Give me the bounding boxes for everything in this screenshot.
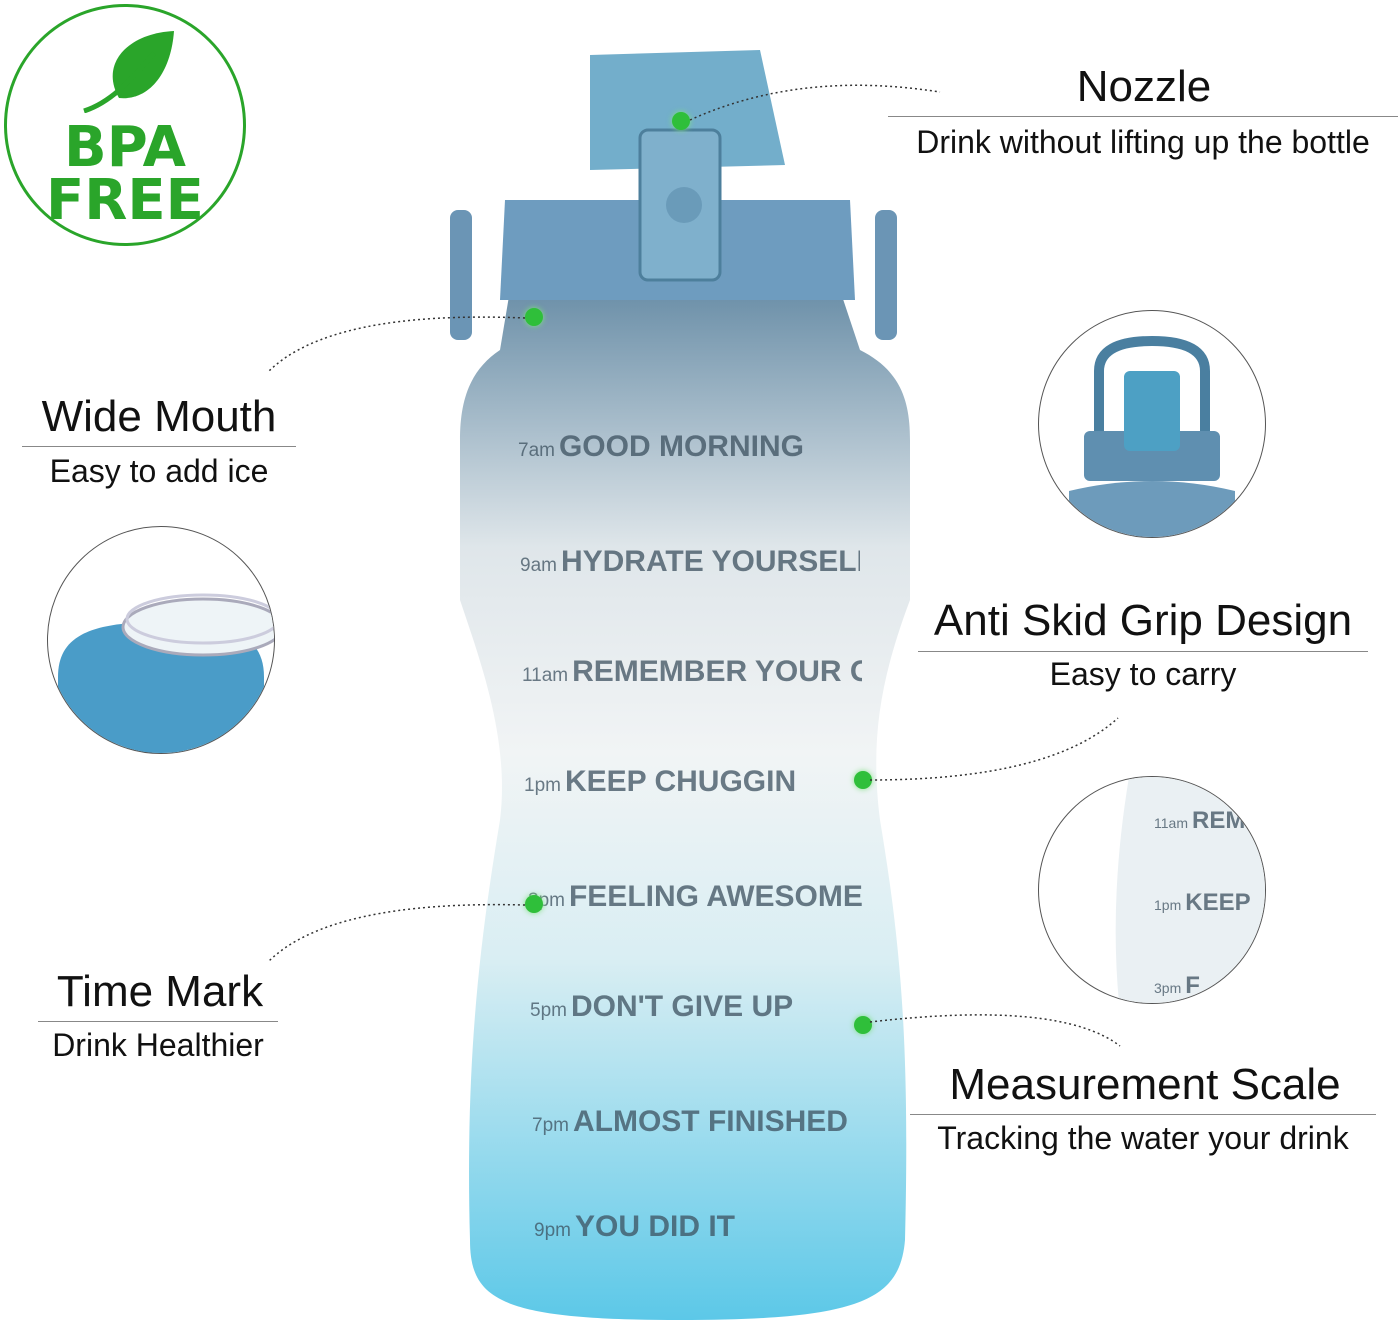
wide-mouth-dot	[525, 308, 543, 326]
grip-subtitle: Easy to carry	[1049, 656, 1237, 692]
motivation-text: YOU DID IT	[574, 1210, 735, 1243]
handle-right	[875, 210, 897, 340]
divider	[38, 1021, 278, 1022]
motivation-text: KEEP CHUGGIN	[564, 765, 797, 798]
divider	[910, 1114, 1376, 1115]
divider	[888, 116, 1398, 117]
scale-title: Measurement Scale	[949, 1060, 1341, 1109]
motivation-text: REM	[1191, 807, 1246, 834]
bottle-body	[460, 290, 910, 1320]
motivation-text: KEEP	[1185, 889, 1251, 916]
time-label: 11am	[1154, 815, 1188, 831]
motivation-text: DON'T GIVE UP	[570, 990, 794, 1023]
motivation-text: GOOD MORNING	[558, 430, 804, 463]
time-mark-dot	[525, 895, 543, 913]
time-label: 11am	[522, 665, 569, 686]
wide-mouth-inset	[47, 526, 275, 754]
motivation-text: FEELING AWESOME	[568, 880, 863, 913]
time-label: 3pm	[1154, 980, 1182, 996]
scale-dot	[854, 1016, 872, 1034]
nozzle-subtitle: Drink without lifting up the bottle	[916, 124, 1370, 160]
wide-mouth-title: Wide Mouth	[41, 392, 277, 441]
motivation-text: ALMOST FINISHED	[572, 1105, 848, 1138]
time-mark-subtitle: Drink Healthier	[52, 1027, 264, 1063]
time-label: 7am	[518, 440, 555, 461]
lid-inset	[1038, 310, 1266, 538]
grip-title: Anti Skid Grip Design	[933, 596, 1353, 645]
time-mark-title: Time Mark	[56, 967, 264, 1016]
time-label: 9am	[520, 555, 557, 576]
time-label: 1pm	[524, 775, 561, 796]
leaf-icon	[83, 31, 174, 113]
bpa-free-badge: BPA FREE	[4, 4, 246, 246]
water-bottle	[450, 50, 910, 1320]
handle-left	[450, 210, 472, 340]
motivation-text: F	[1185, 972, 1200, 999]
motivation-text: REMEMBER YOUR GOAL	[572, 655, 862, 688]
grip-dot	[854, 771, 872, 789]
divider	[918, 651, 1368, 652]
scale-subtitle: Tracking the water your drink	[937, 1120, 1349, 1156]
divider	[22, 446, 296, 447]
time-label: 7pm	[532, 1115, 569, 1136]
nozzle-dot	[672, 112, 690, 130]
time-label: 1pm	[1154, 897, 1182, 913]
wide-mouth-subtitle: Easy to add ice	[49, 453, 269, 489]
badge-line1: BPA	[64, 115, 186, 180]
motivation-text: HYDRATE YOURSELF	[560, 545, 860, 578]
badge-line2: FREE	[46, 168, 204, 233]
time-label: 9pm	[534, 1220, 571, 1241]
nozzle-title: Nozzle	[1076, 62, 1212, 111]
time-label: 5pm	[530, 1000, 567, 1021]
